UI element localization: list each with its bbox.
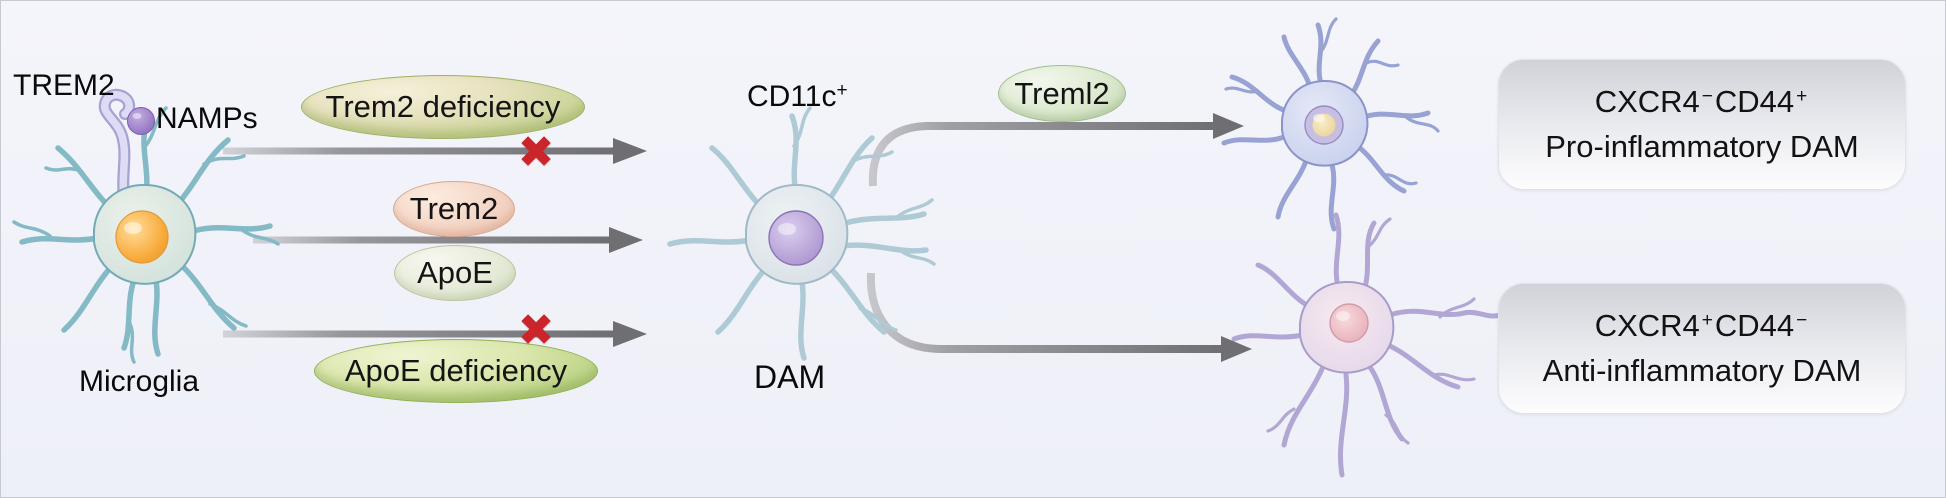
dam-label: DAM	[754, 359, 826, 395]
anti-inflammatory-dam-cell	[1231, 212, 1503, 478]
dam-cell	[667, 106, 936, 361]
trem2-receptor-icon	[98, 88, 136, 207]
pro-box-sign2: +	[1796, 86, 1808, 108]
apoe-oval: ApoE	[394, 245, 516, 301]
trem2-oval: Trem2	[393, 181, 515, 237]
pro-inflammatory-dam-cell	[1221, 17, 1440, 232]
cd11c-label: CD11c+	[747, 80, 848, 114]
trem2-receptor-label: TREM2	[13, 69, 115, 102]
pro-cell-nucleus-highlight	[1313, 114, 1325, 122]
anti-box-subtitle: Anti-inflammatory DAM	[1542, 352, 1862, 388]
anti-box-marker2: CD44	[1714, 308, 1795, 344]
pro-box-sign1: −	[1701, 86, 1713, 108]
anti-cell-nucleus	[1329, 303, 1369, 343]
anti-box-sign1: +	[1701, 310, 1713, 332]
dam-nucleus	[768, 210, 824, 266]
anti-box-sign2: −	[1796, 310, 1808, 332]
arrow-dam-to-pro	[868, 113, 1244, 187]
microglia-nucleus	[115, 210, 169, 264]
trem2-deficiency-oval: Trem2 deficiency	[301, 75, 585, 139]
cd11c-label-base: CD11c	[747, 80, 837, 113]
arrow-dam-to-anti	[866, 272, 1252, 362]
dam-nucleus-highlight	[778, 223, 796, 235]
arrow-apoe-deficiency-blocked	[223, 321, 647, 347]
pro-box-subtitle: Pro-inflammatory DAM	[1545, 128, 1859, 164]
treml2-oval: Treml2	[998, 65, 1126, 122]
pro-box-marker2: CD44	[1714, 84, 1795, 120]
microglia-nucleus-highlight	[124, 222, 142, 234]
pro-cell-branches	[1221, 17, 1440, 232]
pro-inflammatory-dam-box: CXCR4−CD44+ Pro-inflammatory DAM	[1498, 59, 1906, 190]
blocked-cross-top-icon: ✖	[517, 126, 555, 178]
microglia-branches	[12, 106, 280, 364]
pro-box-markers: CXCR4−CD44+	[1595, 80, 1810, 124]
namps-ligand-icon	[127, 107, 155, 135]
microglia-cell	[12, 88, 280, 364]
anti-cell-nucleus-highlight	[1336, 311, 1350, 321]
arrow-trem2-deficiency-blocked	[223, 138, 647, 164]
blocked-cross-bottom-icon: ✖	[517, 304, 555, 356]
microglia-label: Microglia	[79, 365, 200, 398]
arrow-trem2-apoe	[253, 227, 643, 253]
namps-label: NAMPs	[156, 102, 258, 135]
anti-cell-branches	[1231, 212, 1503, 478]
anti-inflammatory-dam-box: CXCR4+CD44− Anti-inflammatory DAM	[1498, 283, 1906, 414]
anti-box-marker1: CXCR4	[1594, 308, 1700, 344]
cd11c-label-superscript: +	[836, 80, 848, 101]
pro-box-marker1: CXCR4	[1594, 84, 1700, 120]
apoe-deficiency-oval: ApoE deficiency	[314, 339, 598, 403]
anti-box-markers: CXCR4+CD44−	[1595, 304, 1810, 348]
